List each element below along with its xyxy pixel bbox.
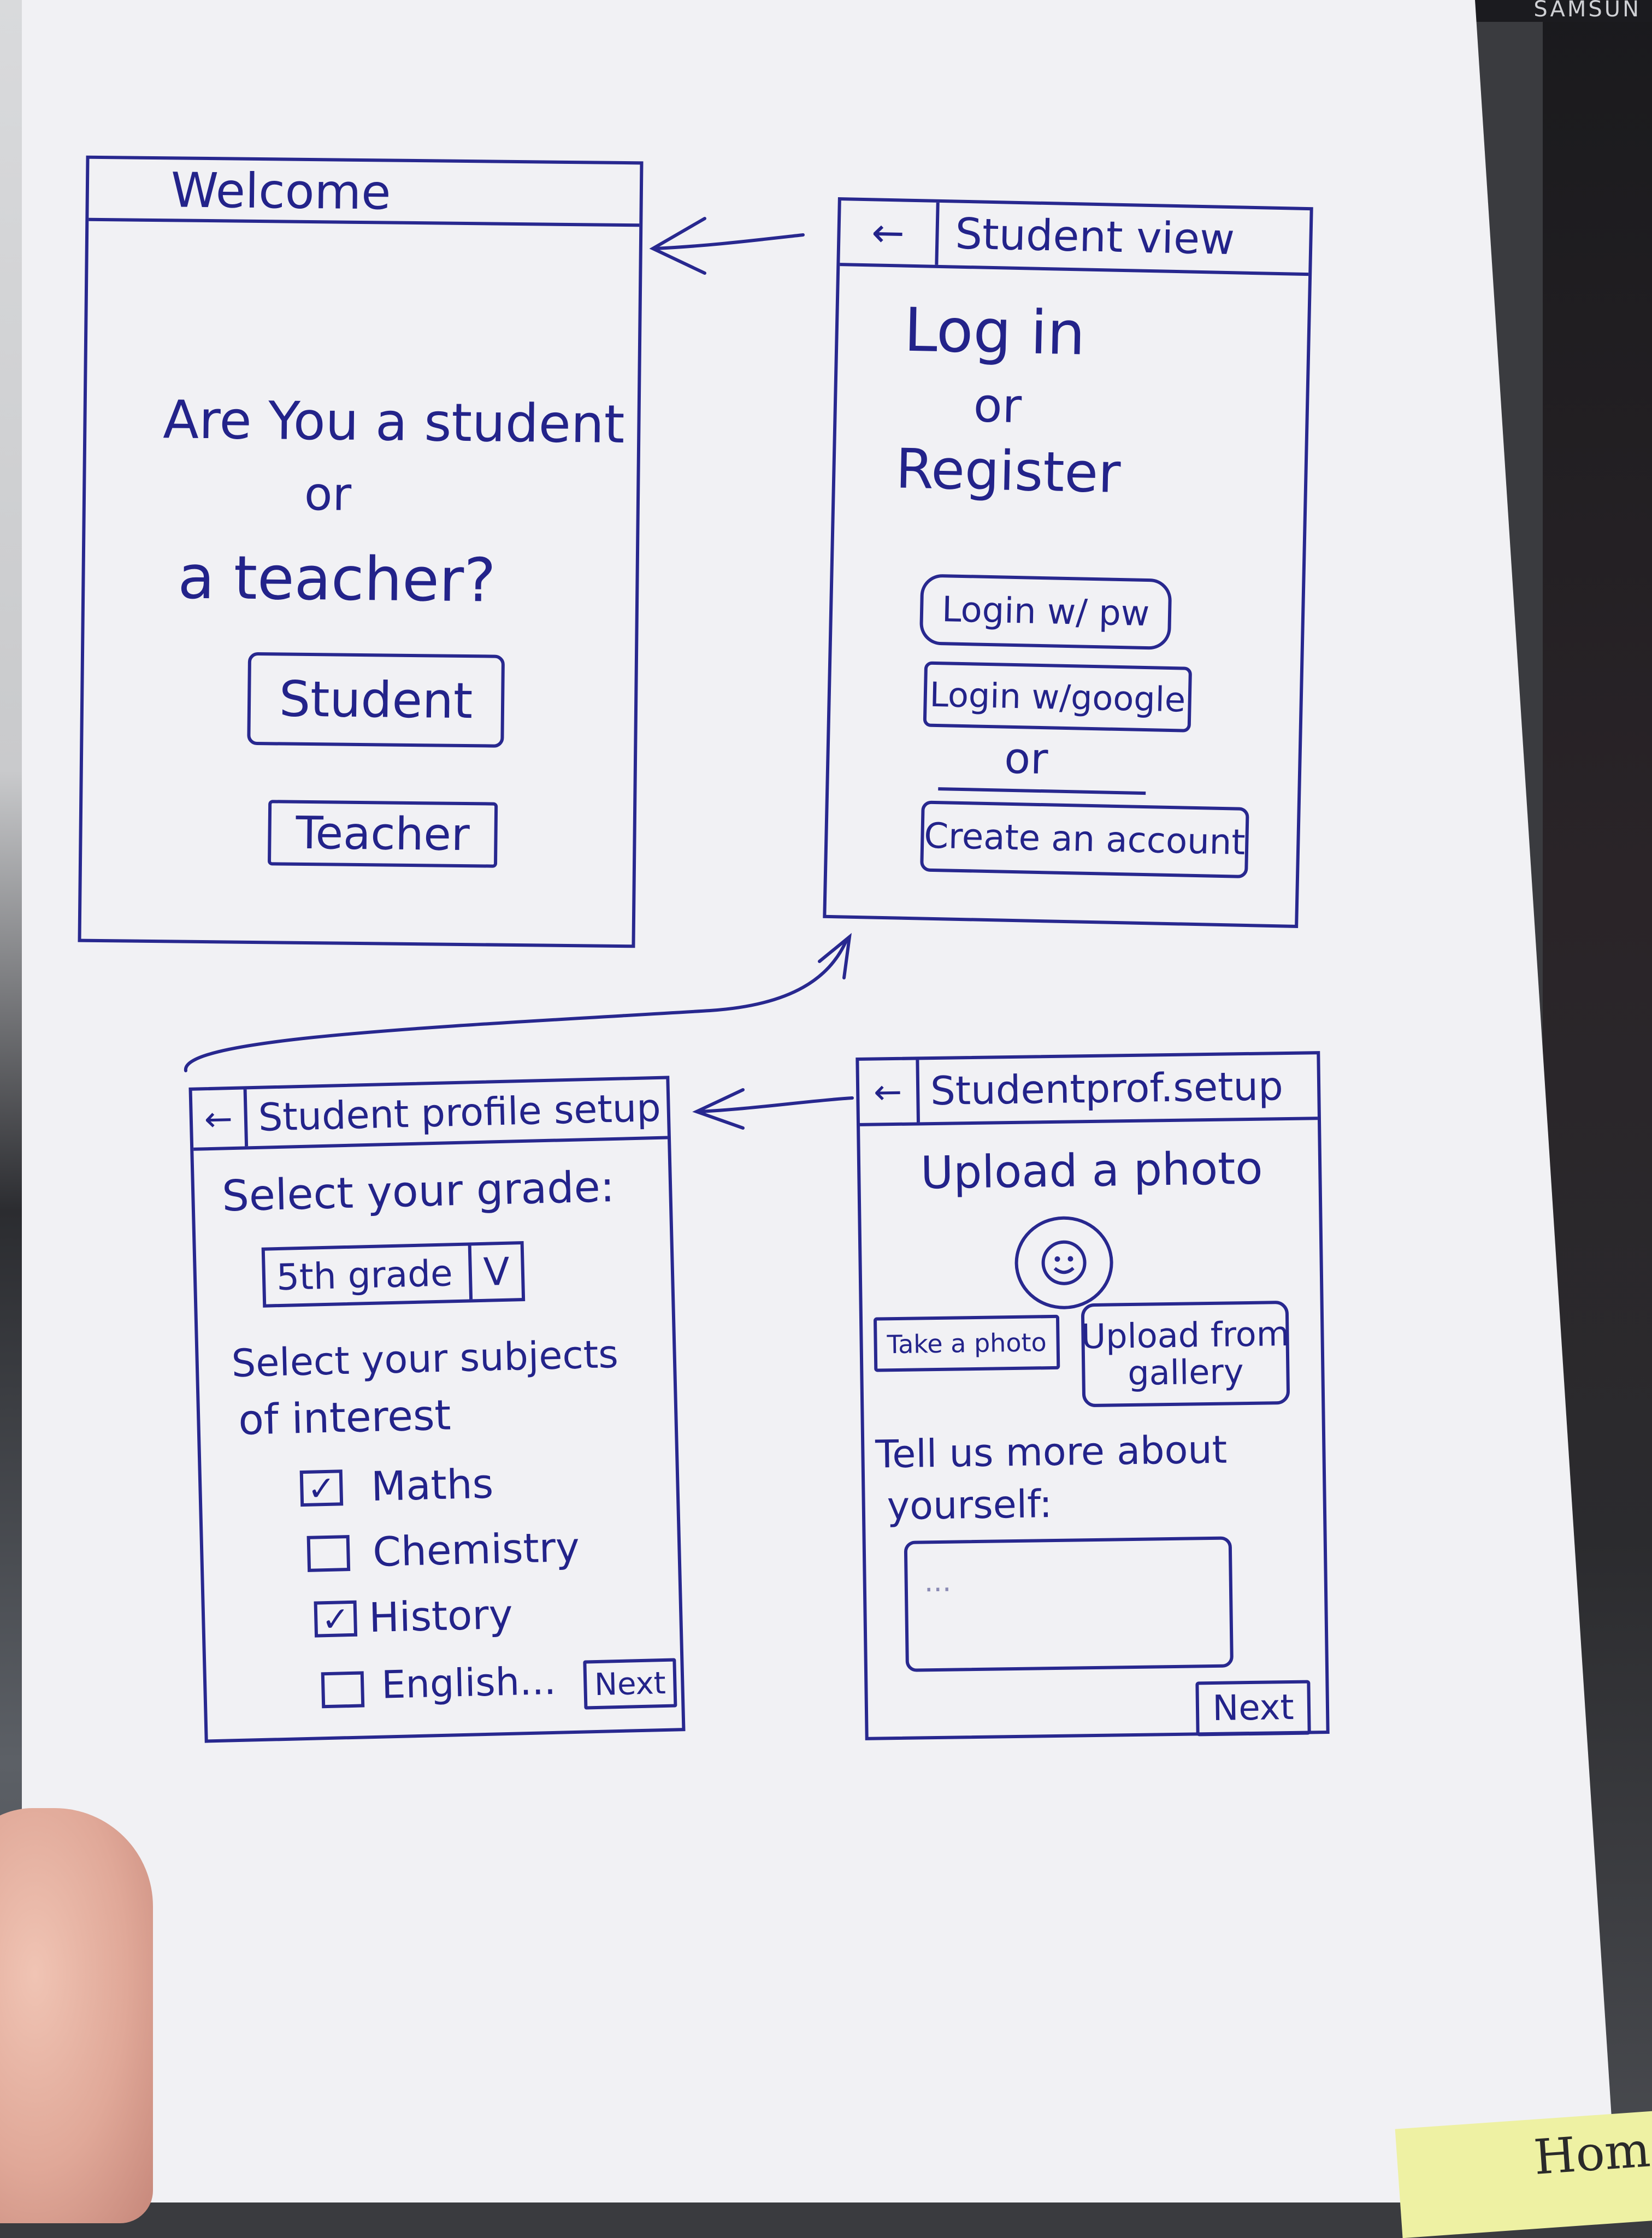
- about-textarea[interactable]: ...: [904, 1536, 1234, 1672]
- welcome-question-line1: Are You a student: [162, 389, 625, 456]
- subjects-label-line2: of interest: [238, 1390, 452, 1444]
- login-with-google-button[interactable]: Login w/google: [923, 661, 1193, 733]
- upload-photo-heading: Upload a photo: [920, 1142, 1264, 1200]
- student-view-heading-line3: Register: [895, 436, 1122, 505]
- arrow-profile-to-studentview: [184, 938, 848, 1072]
- student-button[interactable]: Student: [247, 652, 505, 748]
- photo-setup-title-bar: ← Studentprof.setup: [859, 1054, 1318, 1126]
- subject-label-english: English...: [381, 1658, 557, 1708]
- profile-setup-back-button[interactable]: ←: [192, 1089, 249, 1148]
- login-with-password-button[interactable]: Login w/ pw: [919, 574, 1172, 650]
- about-label-line2: yourself:: [887, 1481, 1053, 1529]
- arrow-head-studentview: [818, 932, 852, 979]
- create-account-button[interactable]: Create an account: [920, 800, 1249, 879]
- grade-label: Select your grade:: [221, 1162, 616, 1221]
- back-arrow-icon: ←: [204, 1098, 233, 1139]
- welcome-screen: Welcome Are You a student or a teacher? …: [78, 155, 644, 948]
- photo-setup-title: Studentprof.setup: [930, 1063, 1284, 1114]
- subject-checkbox-history[interactable]: ✓: [314, 1598, 358, 1639]
- upload-from-gallery-button[interactable]: Upload from gallery: [1081, 1300, 1290, 1408]
- subject-label-maths: Maths: [370, 1460, 494, 1510]
- arrow-photo-to-profile: [698, 1096, 854, 1113]
- welcome-title: Welcome: [170, 161, 391, 221]
- student-view-title: Student view: [954, 209, 1235, 265]
- student-view-heading-line2: or: [972, 378, 1022, 434]
- about-label-line1: Tell us more about: [875, 1427, 1228, 1477]
- photo-setup-back-button[interactable]: ←: [859, 1060, 920, 1123]
- profile-setup-next-button[interactable]: Next: [583, 1658, 677, 1710]
- subject-checkbox-english[interactable]: [321, 1671, 365, 1709]
- about-textarea-placeholder: ...: [924, 1565, 952, 1599]
- teacher-button[interactable]: Teacher: [267, 800, 498, 868]
- back-arrow-icon: ←: [873, 1071, 902, 1112]
- subject-checkbox-maths[interactable]: ✓: [299, 1468, 344, 1509]
- subject-checkbox-chemistry[interactable]: [306, 1534, 351, 1572]
- monitor-brand-label: SAMSUN: [1533, 0, 1641, 22]
- check-mark-icon: ✓: [321, 1598, 351, 1639]
- student-view-heading-line1: Log in: [903, 294, 1086, 369]
- arrow-studentview-to-welcome: [654, 233, 805, 250]
- student-view-title-bar: ← Student view: [840, 200, 1310, 276]
- grade-select[interactable]: 5th grade V: [261, 1241, 526, 1308]
- profile-setup-title-bar: ← Student profile setup: [192, 1079, 668, 1151]
- photo-setup-next-button[interactable]: Next: [1195, 1680, 1311, 1737]
- arrow-head-profile: [692, 1088, 745, 1130]
- welcome-title-bar: Welcome: [88, 159, 640, 225]
- student-view-back-button[interactable]: ←: [840, 200, 940, 265]
- avatar[interactable]: [1014, 1215, 1114, 1310]
- or-separator-line: [938, 787, 1146, 795]
- thumb: [0, 1808, 153, 2223]
- monitor-edge: SAMSUN: [1448, 0, 1652, 22]
- student-profile-setup-screen: ← Student profile setup Select your grad…: [188, 1076, 686, 1743]
- subject-label-history: History: [368, 1591, 514, 1642]
- check-mark-icon: ✓: [306, 1468, 337, 1509]
- student-photo-setup-screen: ← Studentprof.setup Upload a photo Take …: [856, 1051, 1330, 1740]
- upload-gallery-label-line2: gallery: [1127, 1351, 1244, 1393]
- chevron-down-icon[interactable]: V: [468, 1244, 522, 1300]
- student-view-screen: ← Student view Log in or Register Login …: [823, 197, 1313, 928]
- subjects-label-line1: Select your subjects: [231, 1331, 619, 1386]
- arrow-head-welcome: [649, 217, 706, 275]
- profile-setup-title: Student profile setup: [257, 1085, 662, 1140]
- welcome-question-line2: or: [304, 467, 352, 521]
- subject-label-chemistry: Chemistry: [372, 1524, 580, 1576]
- smiley-face-icon: [1041, 1240, 1087, 1285]
- grade-select-value: 5th grade: [276, 1251, 453, 1298]
- welcome-question-line3: a teacher?: [177, 542, 497, 616]
- back-arrow-icon: ←: [871, 209, 905, 256]
- upload-gallery-label-line1: Upload from: [1081, 1313, 1290, 1357]
- take-photo-button[interactable]: Take a photo: [873, 1314, 1060, 1372]
- or-separator: or: [1004, 734, 1049, 784]
